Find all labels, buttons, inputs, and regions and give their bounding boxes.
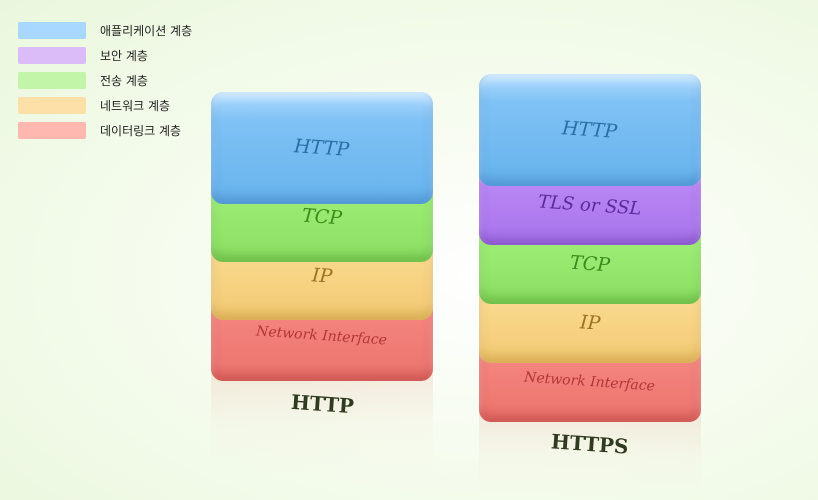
legend-item-security-layer: 보안 계층 xyxy=(18,43,218,68)
legend-label: 전송 계층 xyxy=(100,74,148,88)
legend-item-datalink-layer: 데이터링크 계층 xyxy=(18,118,218,143)
caption-label: HTTPS xyxy=(550,429,630,459)
legend-label: 네트워크 계층 xyxy=(100,99,171,113)
block-label: IP xyxy=(579,311,601,335)
http-stack-caption: HTTP xyxy=(211,389,433,419)
http-http-block: HTTP xyxy=(211,92,433,204)
legend: 애플리케이션 계층 보안 계층 전송 계층 네트워크 계층 데이터링크 계층 xyxy=(18,18,218,143)
block-label: Network Interface xyxy=(256,323,388,349)
block-label: TLS or SSL xyxy=(537,190,643,220)
legend-item-application-layer: 애플리케이션 계층 xyxy=(18,18,218,43)
legend-swatch-network xyxy=(18,97,86,114)
legend-item-transport-layer: 전송 계층 xyxy=(18,68,218,93)
caption-label: HTTP xyxy=(289,389,355,419)
https-http-block: HTTP xyxy=(479,74,701,186)
block-label: TCP xyxy=(301,204,343,230)
block-label: IP xyxy=(311,264,333,288)
block-label: HTTP xyxy=(293,135,351,161)
https-stack-caption: HTTPS xyxy=(479,429,701,459)
block-label: Network Interface xyxy=(524,368,656,395)
block-label: TCP xyxy=(569,251,611,277)
legend-swatch-application xyxy=(18,22,86,39)
legend-swatch-datalink xyxy=(18,122,86,139)
legend-item-network-layer: 네트워크 계층 xyxy=(18,93,218,118)
block-label: HTTP xyxy=(561,117,619,143)
legend-label: 데이터링크 계층 xyxy=(100,124,182,138)
legend-label: 보안 계층 xyxy=(100,49,148,63)
legend-swatch-security xyxy=(18,47,86,64)
legend-swatch-transport xyxy=(18,72,86,89)
legend-label: 애플리케이션 계층 xyxy=(100,24,193,38)
